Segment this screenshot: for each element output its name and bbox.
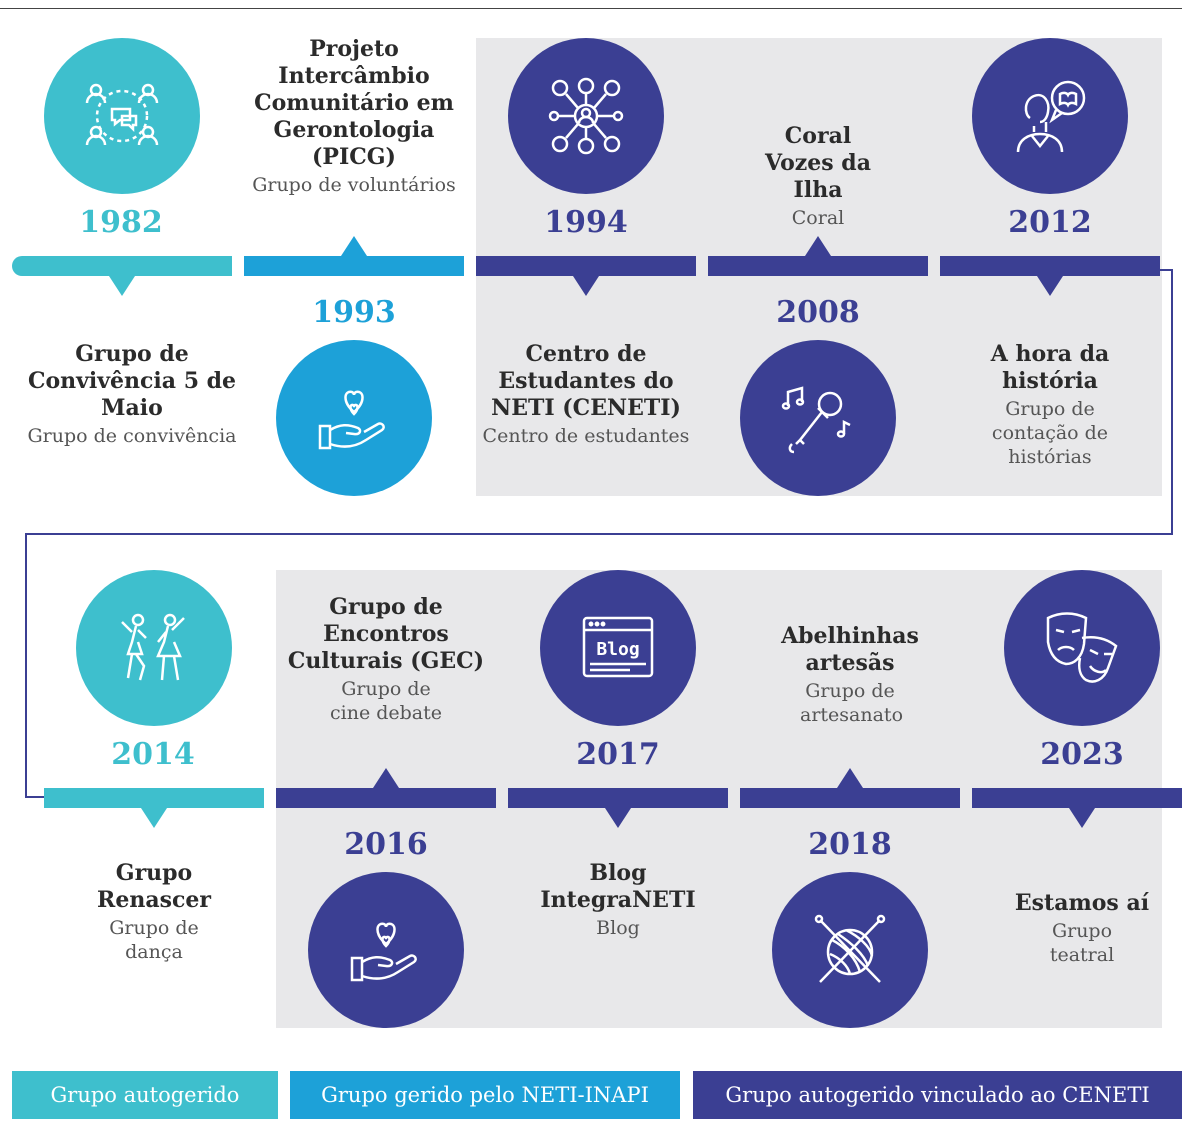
title-1993: Projeto Intercâmbio Comunitário em Geron… [254,36,454,170]
bar-1993 [244,256,464,276]
pointer-up-2008 [805,236,831,256]
circle-2023 [1004,570,1160,726]
storyteller-icon [1016,80,1086,153]
label-2017: Blog IntegraNETI Blog [508,860,728,940]
circle-1982 [44,38,200,194]
label-2016: Grupo de Encontros Culturais (GEC) Grupo… [276,594,496,725]
bar-2016 [276,788,496,808]
title-2012: A hora da história [990,341,1110,394]
circle-2014 [76,570,232,726]
subtitle-2017: Blog [596,917,640,939]
year-2023: 2023 [1040,737,1124,772]
subtitle-1994: Centro de estudantes [482,425,690,447]
label-1994: Centro de Estudantes do NETI (CENETI) Ce… [476,341,696,448]
circle-1993 [276,340,432,496]
label-1982: Grupo de Convivência 5 de Maio Grupo de … [22,341,242,448]
subtitle-2008: Coral [791,207,845,229]
year-2014: 2014 [111,737,195,772]
year-2018: 2018 [808,827,892,862]
bar-2008 [708,256,928,276]
year-2017: 2017 [576,737,660,772]
bar-1982 [12,256,232,276]
subtitle-2014: Grupo de dança [109,917,199,963]
heart-hand-icon [350,922,417,982]
svg-text:Blog: Blog [596,639,639,660]
label-2014: Grupo Renascer Grupo de dança [44,860,264,964]
subtitle-2012: Grupo de contação de histórias [991,398,1109,468]
year-1994: 1994 [544,205,628,240]
title-2014: Grupo Renascer [97,860,211,913]
bar-2018 [740,788,960,808]
circle-1994 [508,38,664,194]
circle-2012 [972,38,1128,194]
subtitle-1993: Grupo de voluntários [252,174,456,196]
legend-neti-managed: Grupo gerido pelo NETI-INAPI [290,1071,680,1119]
pointer-down-1982 [109,276,135,296]
pointer-up-1993 [341,236,367,256]
title-2018: Abelhinhas artesãs [781,623,919,676]
year-2008: 2008 [776,295,860,330]
circle-2018 [772,872,928,1028]
year-1982: 1982 [79,205,163,240]
circle-2017: Blog [540,570,696,726]
pointer-down-1994 [573,276,599,296]
title-2016: Grupo de Encontros Culturais (GEC) [287,594,485,674]
year-2016: 2016 [344,827,428,862]
top-rule [0,8,1182,9]
label-1993: Projeto Intercâmbio Comunitário em Geron… [244,36,464,197]
year-2012: 2012 [1008,205,1092,240]
subtitle-2016: Grupo de cine debate [329,678,442,724]
theater-masks-icon [1046,612,1118,683]
bar-1994 [476,256,696,276]
label-2012: A hora da história Grupo de contação de … [940,341,1160,469]
label-2018: Abelhinhas artesãs Grupo de artesanato [740,623,960,727]
title-1982: Grupo de Convivência 5 de Maio [27,341,237,421]
bar-2012 [940,256,1160,276]
dancers-icon [121,613,185,681]
circle-2016 [308,872,464,1028]
bar-2023 [972,788,1182,808]
title-2017: Blog IntegraNETI [540,860,696,913]
pointer-down-2017 [605,808,631,828]
pointer-down-2012 [1037,276,1063,296]
legend-ceneti-linked: Grupo autogerido vinculado ao CENETI [693,1071,1182,1119]
legend-self-managed: Grupo autogerido [12,1071,278,1119]
pointer-down-2014 [141,808,167,828]
heart-hand-icon [318,390,385,450]
yarn-ball-icon [814,914,886,983]
subtitle-1982: Grupo de convivência [27,425,237,447]
title-2023: Estamos aí [1014,890,1150,916]
year-1993: 1993 [312,295,396,330]
subtitle-2023: Grupo teatral [1049,920,1115,966]
title-2008: Coral Vozes da Ilha [765,123,871,203]
pointer-up-2016 [373,768,399,788]
label-2023: Estamos aí Grupo teatral [972,890,1182,967]
blog-icon: Blog [582,616,654,678]
network-people-icon [548,77,624,155]
circle-2008 [740,340,896,496]
people-chat-icon [85,83,159,146]
subtitle-2018: Grupo de artesanato [800,680,904,726]
microphone-icon [781,386,851,454]
bar-2017 [508,788,728,808]
pointer-down-2023 [1069,808,1095,828]
bar-2014 [44,788,264,808]
label-2008: Coral Vozes da Ilha Coral [708,123,928,230]
pointer-up-2018 [837,768,863,788]
title-1994: Centro de Estudantes do NETI (CENETI) [491,341,681,421]
